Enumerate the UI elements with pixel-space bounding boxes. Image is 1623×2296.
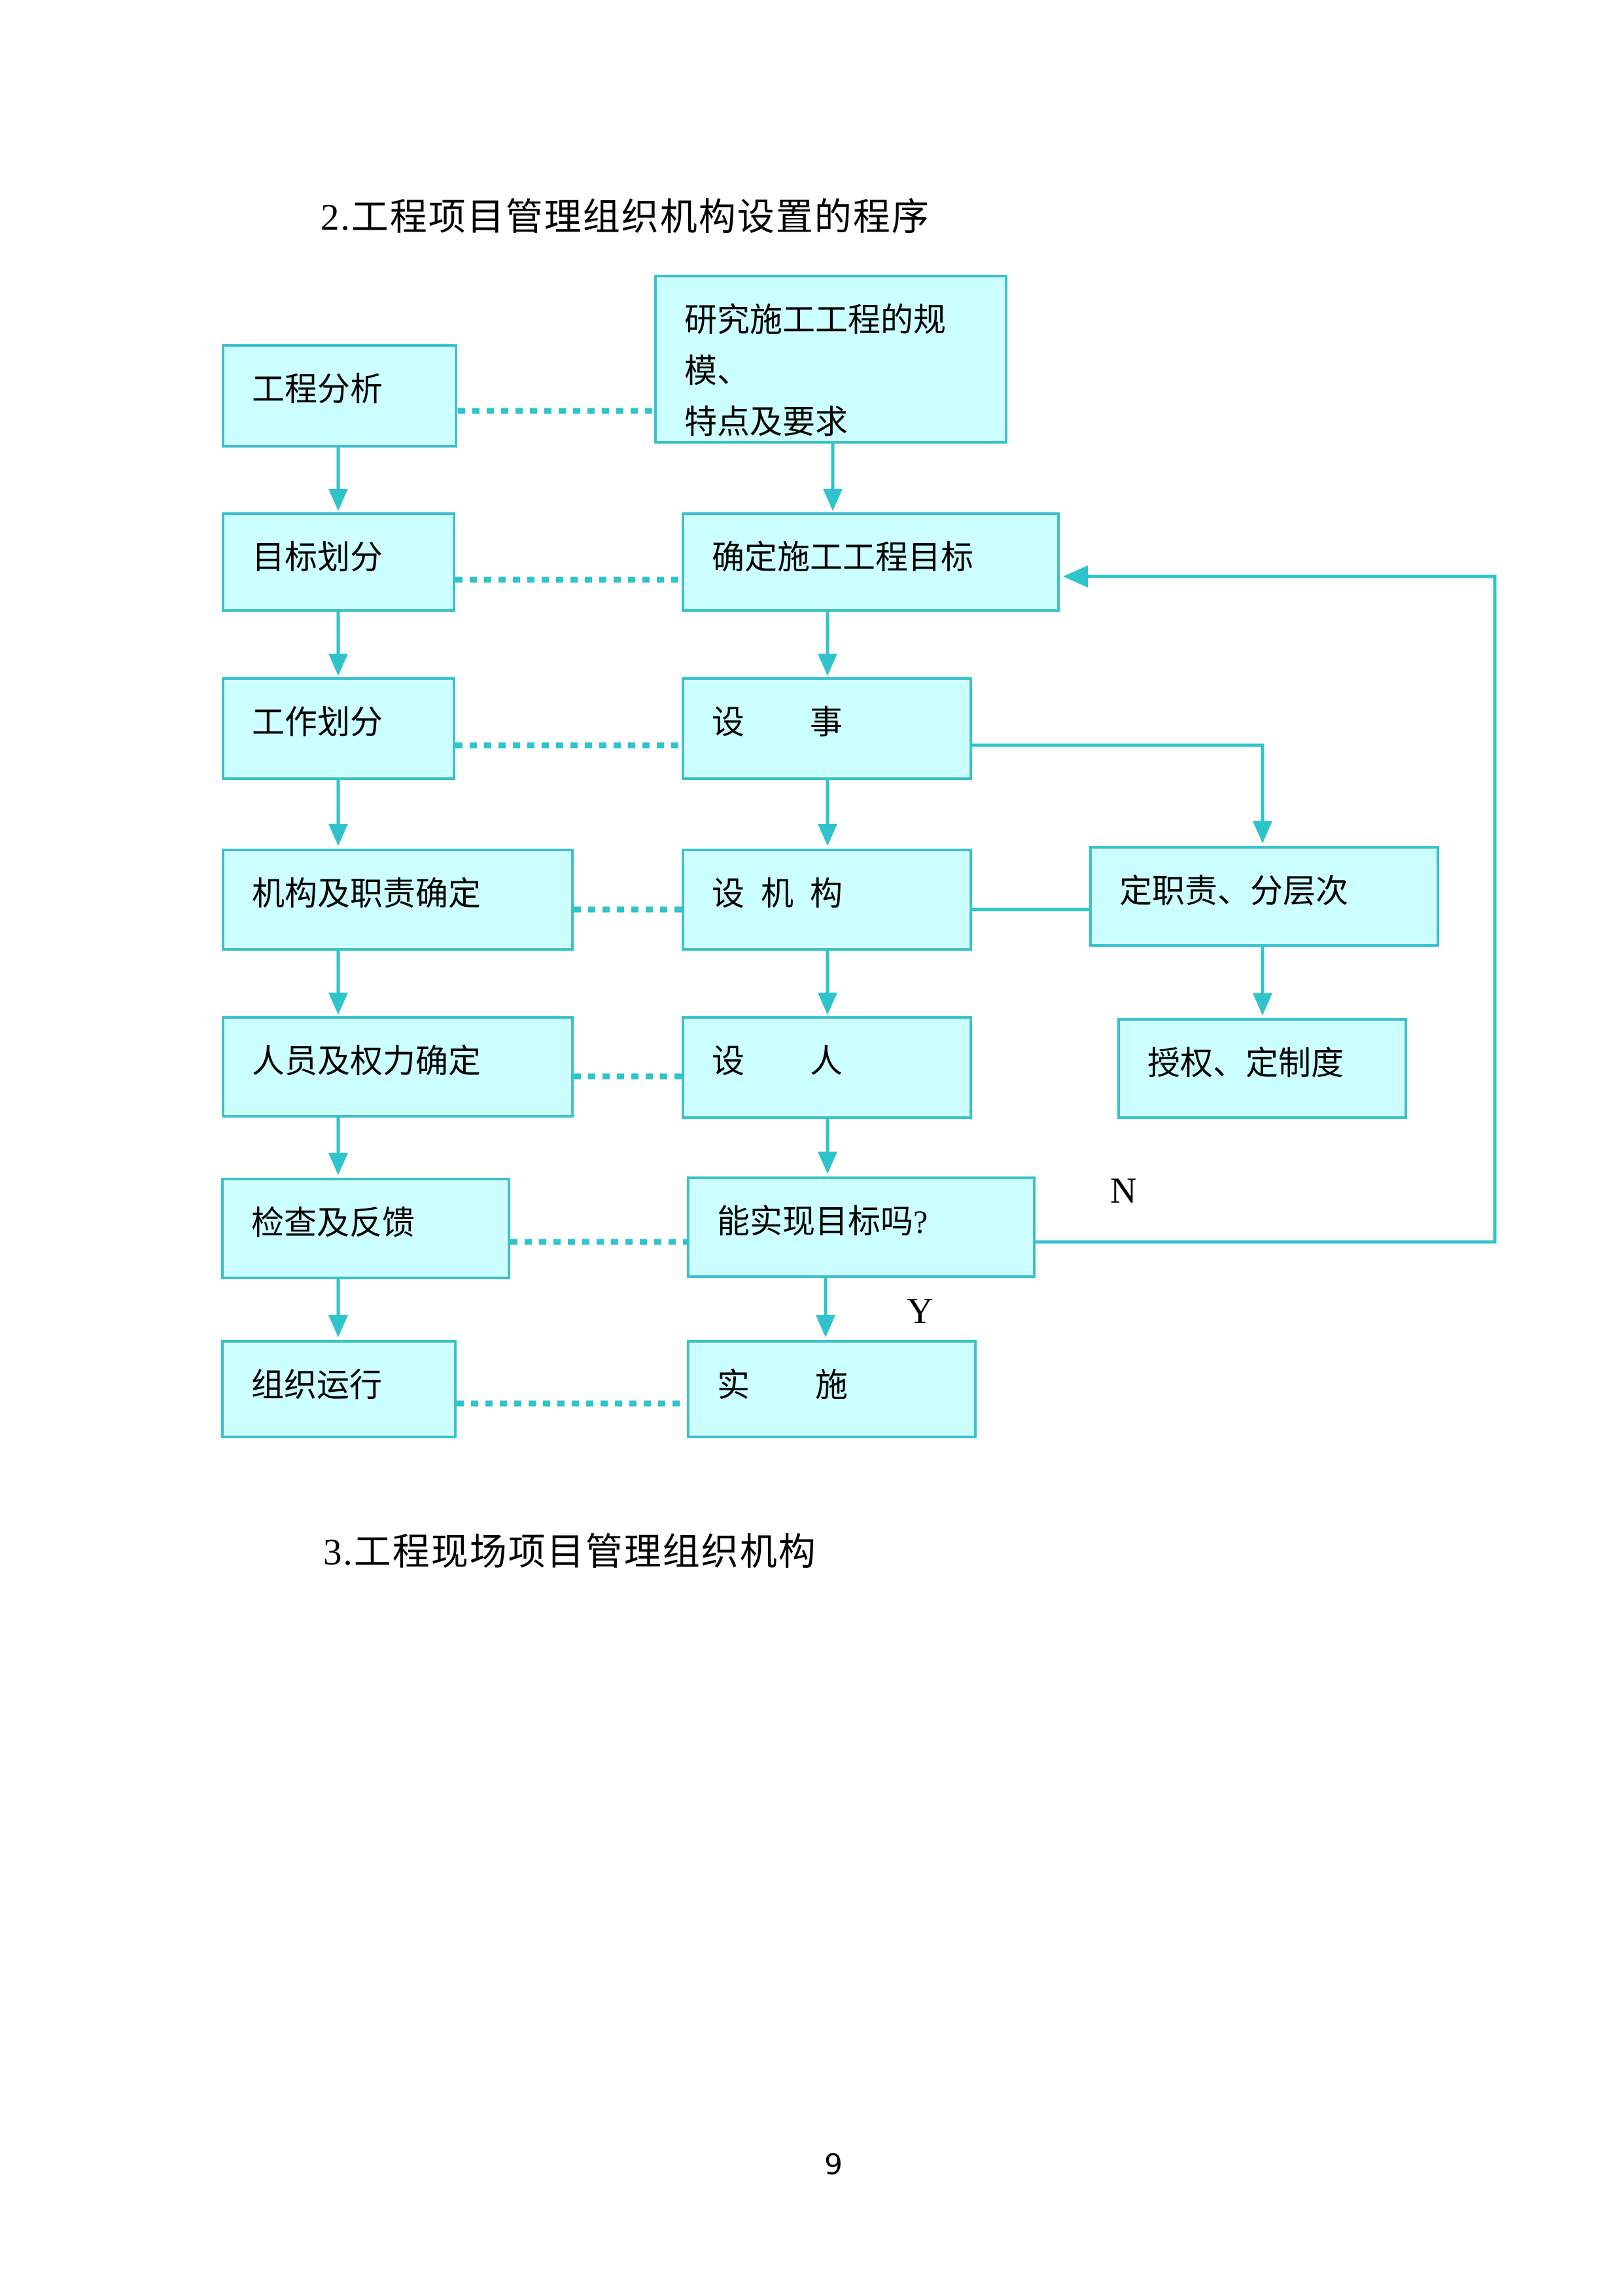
flow-node-work-division: 工作划分 (222, 677, 455, 780)
branch-label-no: N (1110, 1171, 1137, 1211)
flow-node-can-achieve-goal: 能实现目标吗? (687, 1176, 1036, 1278)
flow-node-check-feedback: 检查及反馈 (221, 1178, 510, 1279)
flow-node-label: 设 事 (712, 704, 843, 741)
flow-node-define-duty-layers: 定职责、分层次 (1089, 846, 1439, 947)
flow-node-label: 人员及权力确定 (252, 1043, 481, 1080)
flow-node-set-affairs: 设 事 (682, 677, 972, 780)
arrow-analysis-to-goal-division (328, 448, 348, 511)
flow-node-set-person: 设 人 (682, 1016, 972, 1119)
arrow-set-person-to-can-achieve (818, 1119, 837, 1174)
flow-node-label: 检查及反馈 (251, 1205, 415, 1241)
arrow-set-org-to-set-person (818, 951, 837, 1015)
arrow-org-duty-to-personnel (328, 951, 348, 1015)
flow-node-label: 定职责、分层次 (1119, 873, 1348, 910)
flow-node-label: 确定施工工程目标 (712, 539, 973, 576)
flow-node-set-organization: 设 机 构 (682, 849, 972, 951)
arrow-goal-division-to-work-division (328, 612, 348, 676)
flow-node-label: 机构及职责确定 (252, 875, 481, 912)
section-2-heading: 2.工程项目管理组织机构设置的程序 (321, 197, 930, 238)
arrow-define-duty-to-authorize (1253, 947, 1272, 1016)
flow-node-determine-goal: 确定施工工程目标 (682, 512, 1060, 612)
flow-node-organization-operation: 组织运行 (221, 1340, 457, 1438)
flow-node-implement: 实 施 (687, 1340, 977, 1438)
arrow-personnel-to-check (328, 1118, 348, 1175)
flow-node-authorize-rules: 授权、定制度 (1117, 1018, 1407, 1119)
flow-node-project-analysis: 工程分析 (222, 344, 457, 448)
section-3-heading: 3.工程现场项目管理组织机构 (323, 1532, 817, 1573)
flow-node-label: 工程分析 (252, 371, 383, 408)
arrow-research-to-determine-goal (823, 444, 843, 511)
flow-node-label: 目标划分 (252, 539, 383, 576)
flow-node-label: 研究施工工程的规模、 特点及要求 (684, 302, 946, 440)
flow-node-label: 工作划分 (252, 704, 383, 741)
arrow-can-achieve-to-implement (816, 1278, 835, 1337)
page-number: 9 (824, 2148, 843, 2181)
flow-node-label: 组织运行 (251, 1367, 382, 1404)
flow-node-label: 能实现目标吗? (717, 1203, 928, 1240)
flow-node-research-scope: 研究施工工程的规模、 特点及要求 (654, 275, 1007, 444)
flow-node-personnel-power: 人员及权力确定 (222, 1016, 574, 1118)
flow-node-org-duty-determination: 机构及职责确定 (222, 849, 574, 951)
arrow-set-affairs-to-set-org (818, 780, 837, 846)
flow-node-goal-division: 目标划分 (222, 512, 455, 612)
flow-node-label: 设 人 (712, 1043, 843, 1080)
connector-set-affairs-to-define-duty (972, 743, 1272, 843)
arrow-check-to-operation (328, 1279, 348, 1337)
flow-node-label: 实 施 (717, 1367, 848, 1404)
arrow-determine-goal-to-set-affairs (818, 612, 837, 676)
arrow-work-division-to-org-duty (328, 780, 348, 846)
flow-node-label: 授权、定制度 (1147, 1045, 1344, 1082)
flow-node-label: 设 机 构 (712, 875, 843, 912)
branch-label-yes: Y (907, 1291, 934, 1332)
